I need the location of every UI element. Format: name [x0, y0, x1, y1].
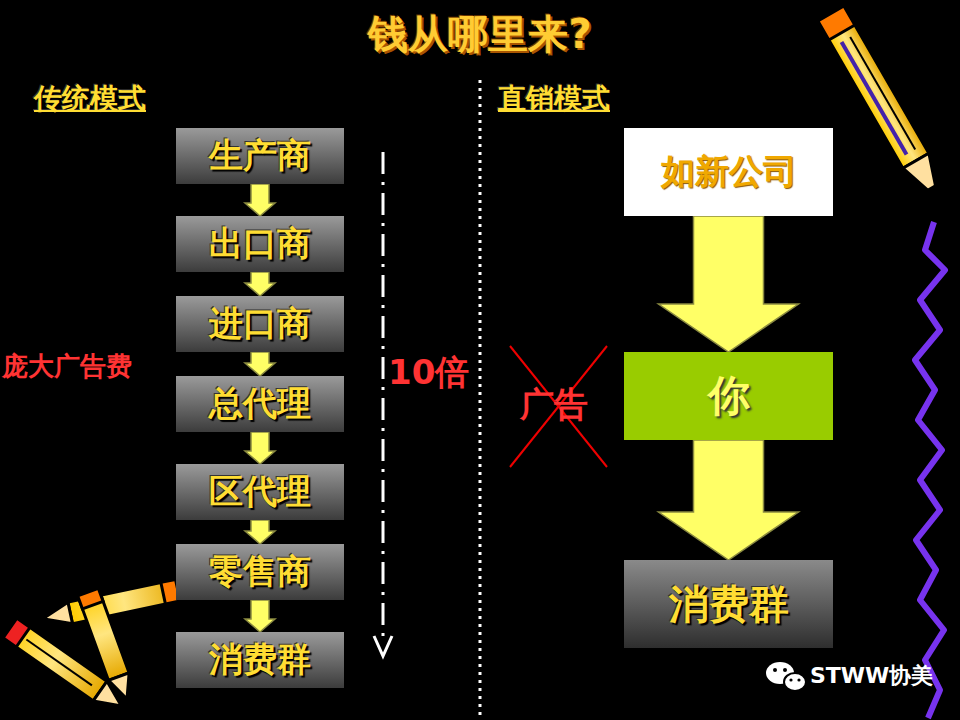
process-box: 进口商 — [176, 296, 344, 352]
flow-arrow — [245, 272, 275, 296]
flow-arrow — [659, 216, 799, 352]
scribble-line — [915, 222, 945, 718]
box-label: 出口商 — [209, 225, 311, 262]
process-box: 区代理 — [176, 464, 344, 520]
flow-arrow — [659, 440, 799, 560]
trend-arrowhead — [374, 636, 392, 656]
section-heading: 传统模式 — [34, 84, 146, 115]
flow-arrow — [245, 520, 275, 544]
pencil-illustration — [818, 6, 951, 207]
trend-arrow — [382, 152, 385, 640]
process-box: 出口商 — [176, 216, 344, 272]
flow-arrow — [245, 600, 275, 632]
section-heading: 直销模式 — [498, 84, 610, 115]
process-box: 如新公司 — [624, 128, 833, 216]
annotation: 10倍 — [388, 354, 469, 391]
wechat-icon — [766, 662, 806, 691]
box-label: 区代理 — [209, 473, 311, 510]
flow-arrow — [245, 432, 275, 464]
box-label: 如新公司 — [661, 153, 797, 190]
box-label: 零售商 — [209, 553, 311, 590]
process-box: 零售商 — [176, 544, 344, 600]
flow-arrow — [245, 184, 275, 216]
pencil-illustration — [3, 618, 128, 716]
divider-line — [479, 80, 482, 720]
box-label: 总代理 — [209, 385, 311, 422]
title: 钱从哪里来? — [0, 12, 960, 56]
box-label: 消费群 — [209, 641, 311, 678]
box-label: 消费群 — [669, 582, 789, 626]
process-box: 消费群 — [624, 560, 833, 648]
process-box: 你 — [624, 352, 833, 440]
cross-line — [510, 346, 607, 467]
cross-line — [510, 346, 607, 467]
annotation: 广告 — [520, 386, 588, 423]
process-box: 总代理 — [176, 376, 344, 432]
process-box: 消费群 — [176, 632, 344, 688]
box-label: 你 — [708, 373, 750, 419]
process-box: 生产商 — [176, 128, 344, 184]
box-label: 生产商 — [209, 137, 311, 174]
annotation: 庞大广告费 — [2, 352, 132, 381]
flow-arrow — [245, 352, 275, 376]
watermark: STWW协美 — [810, 664, 933, 688]
box-label: 进口商 — [209, 305, 311, 342]
